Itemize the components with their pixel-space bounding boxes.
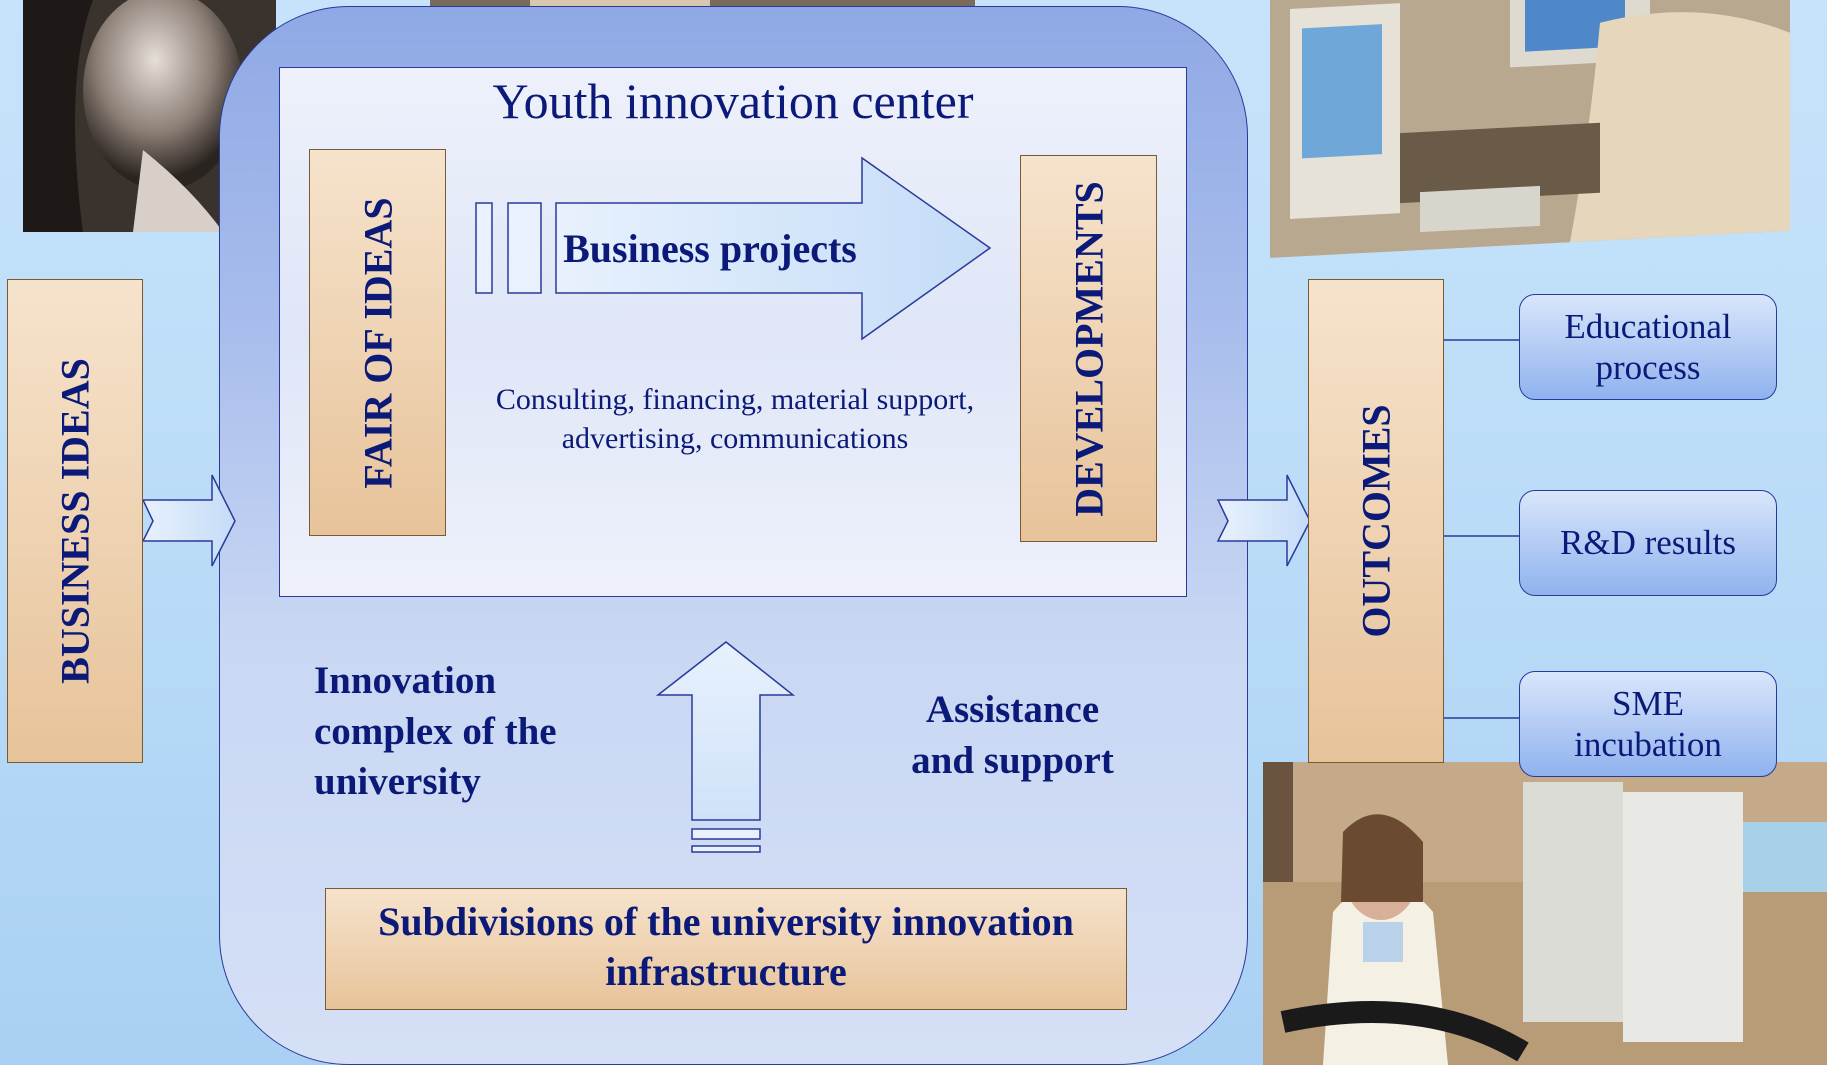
innovation-complex-line-3: university <box>314 760 481 804</box>
result-sme-incubation: SME incubation <box>1519 671 1777 777</box>
business-ideas-label: BUSINESS IDEAS <box>52 358 98 684</box>
center-title: Youth innovation center <box>492 73 974 129</box>
outcomes-label: OUTCOMES <box>1353 404 1399 638</box>
business-projects-label: Business projects <box>563 226 857 271</box>
fair-of-ideas-box: FAIR OF IDEAS <box>309 149 446 536</box>
result-rnd: R&D results <box>1519 490 1777 596</box>
support-line-1: Consulting, financing, material support, <box>495 383 975 416</box>
business-ideas-box: BUSINESS IDEAS <box>7 279 143 763</box>
subdivisions-line-1: Subdivisions of the university innovatio… <box>378 899 1074 944</box>
result-sme-line-1: SME <box>1612 683 1684 723</box>
assistance-label: Assistance and support <box>890 685 1135 786</box>
result-sme-line-2: incubation <box>1574 725 1722 764</box>
outcomes-box: OUTCOMES <box>1308 279 1444 763</box>
fair-of-ideas-label: FAIR OF IDEAS <box>355 196 400 489</box>
result-educational-line-2: process <box>1595 348 1701 387</box>
developments-box: DEVELOPMENTS <box>1020 155 1157 542</box>
developments-label: DEVELOPMENTS <box>1066 180 1111 517</box>
result-educational-line-1: Educational <box>1564 306 1732 346</box>
top-strip-photo <box>430 0 975 8</box>
subdivisions-line-2: infrastructure <box>605 949 847 994</box>
computer-workshop-photo <box>1270 0 1790 258</box>
result-educational-process: Educational process <box>1519 294 1777 400</box>
subdivisions-box: Subdivisions of the university innovatio… <box>325 888 1127 1010</box>
support-services-text: Consulting, financing, material support,… <box>440 380 1030 458</box>
innovation-complex-line-2: complex of the <box>314 709 557 753</box>
equipment-photo <box>1263 762 1827 1065</box>
assistance-line-1: Assistance <box>925 688 1100 731</box>
innovation-complex-line-1: Innovation <box>314 659 497 702</box>
support-line-2: advertising, communications <box>561 422 909 455</box>
assistance-line-2: and support <box>911 738 1114 782</box>
result-rnd-line-1: R&D results <box>1560 523 1736 563</box>
innovation-complex-label: Innovation complex of the university <box>314 656 557 808</box>
